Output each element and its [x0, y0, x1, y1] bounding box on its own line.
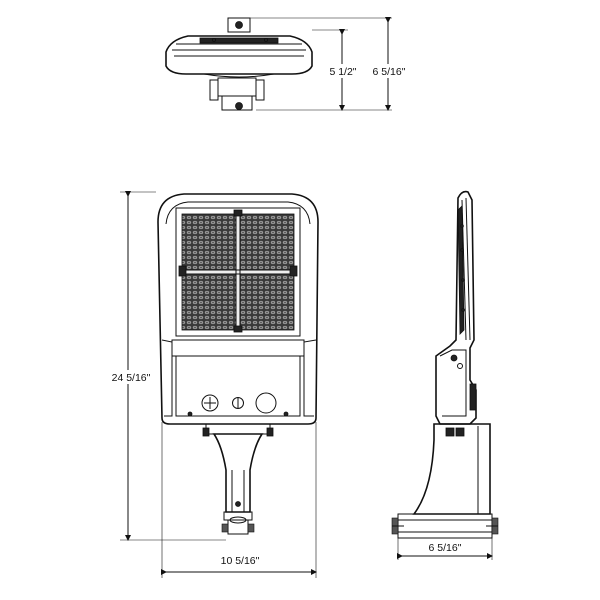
arm-bolt-icon	[235, 102, 243, 110]
led-module	[175, 207, 301, 337]
side-clamp	[397, 513, 493, 539]
top-bolt-icon	[235, 21, 243, 29]
top-housing	[165, 35, 313, 75]
top-clamp	[227, 17, 251, 33]
side-view: 6 5/16"	[391, 190, 499, 560]
dim-front-height-label: 24 5/16"	[112, 372, 151, 384]
dim-side-width-label: 6 5/16"	[429, 542, 462, 554]
driver-box	[175, 355, 301, 417]
clip-right-icon	[289, 265, 298, 277]
photocell-icon	[255, 392, 277, 414]
clip-left-icon	[178, 265, 187, 277]
plus-receptacle-icon	[201, 394, 219, 412]
top-view: 5 1/2" 6 5/16"	[165, 17, 412, 111]
side-housing	[435, 190, 477, 425]
side-mount-arm	[412, 423, 491, 515]
clip-top-icon	[233, 209, 243, 217]
mount-arm	[212, 433, 264, 513]
vent-icon	[232, 397, 244, 409]
top-heatsink	[199, 37, 279, 44]
clip-bottom-icon	[233, 325, 243, 333]
side-bolt-icon	[450, 354, 458, 362]
front-view: 24 5/16" 10 5/16"	[108, 191, 319, 578]
dim-top-outer-label: 6 5/16"	[373, 66, 406, 78]
front-housing	[157, 193, 319, 425]
dim-top-inner-label: 5 1/2"	[329, 66, 356, 78]
dim-front-width-label: 10 5/16"	[221, 555, 260, 567]
